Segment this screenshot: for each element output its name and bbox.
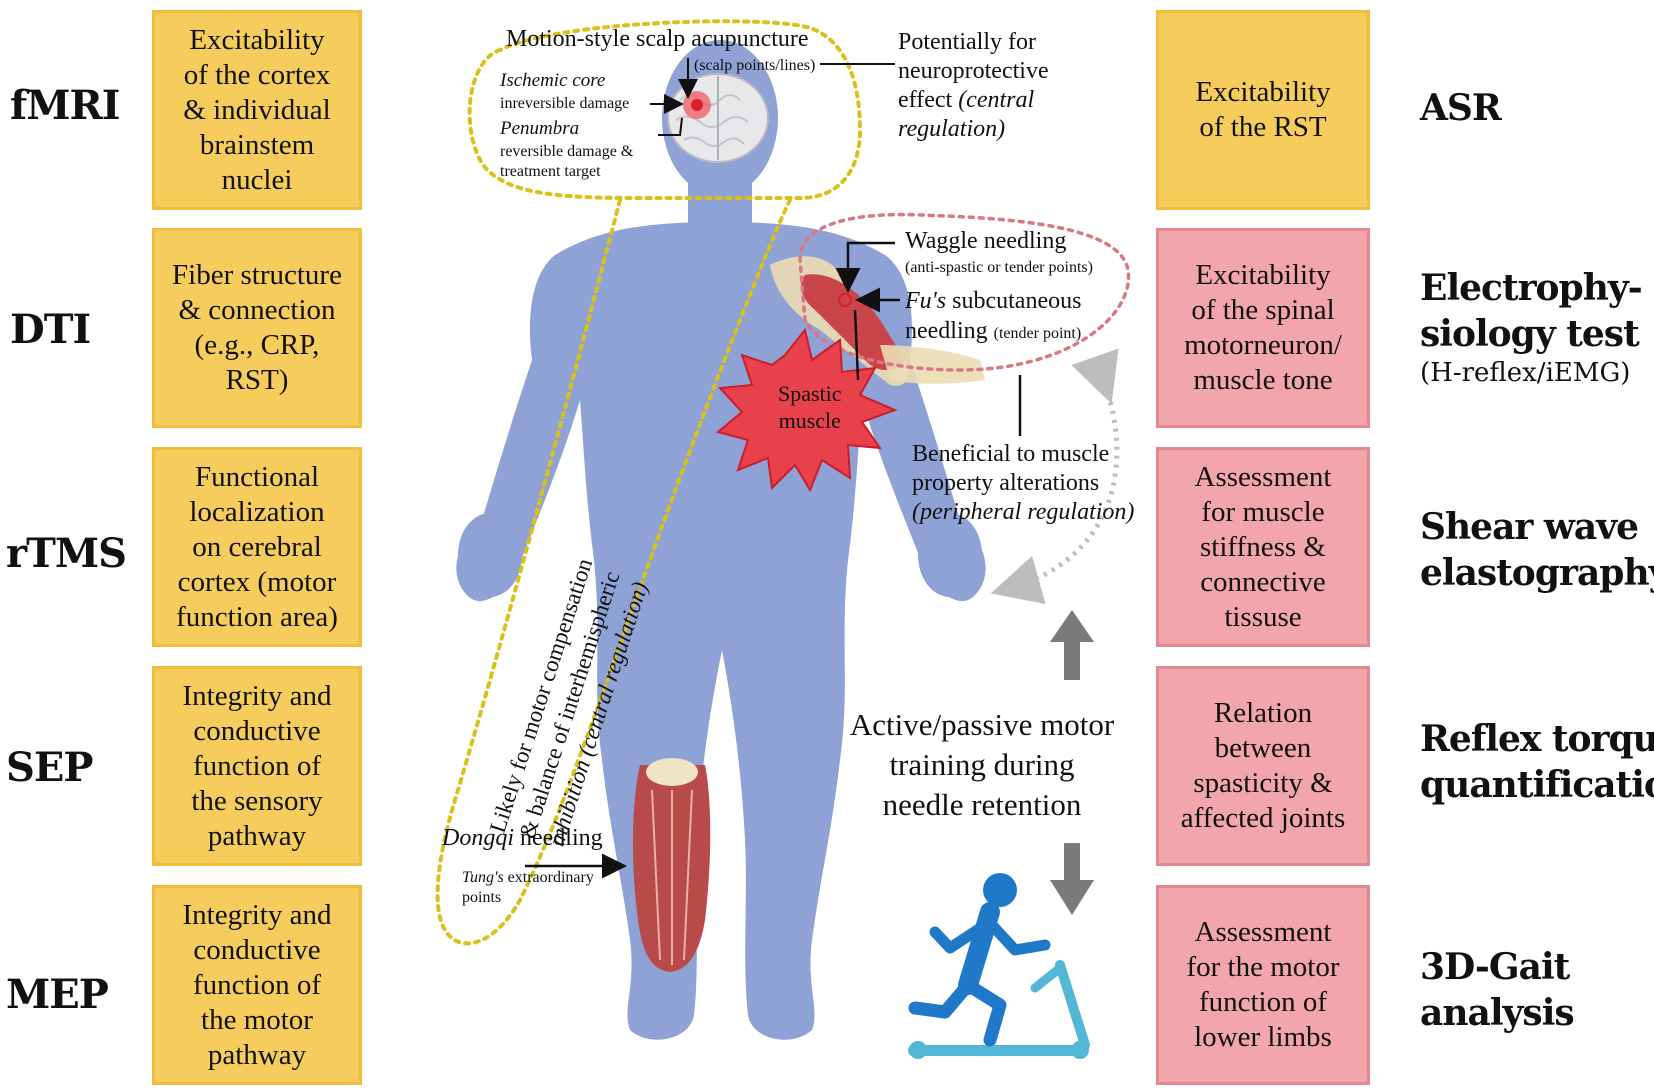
- waggle-needling-sub: (anti-spastic or tender points): [905, 259, 1093, 276]
- left-abbr-mep: MEP: [6, 971, 109, 1018]
- runner-on-treadmill-icon: [908, 873, 1090, 1059]
- central-regulation-outlines: [435, 19, 863, 946]
- waggle-needling-label: Waggle needling: [905, 228, 1067, 254]
- penumbra-desc-2: treatment target: [500, 163, 601, 180]
- spastic-muscle-label: Spastic muscle: [778, 381, 842, 433]
- penumbra-label: Penumbra: [500, 118, 580, 139]
- peripheral-regulation-outline: [798, 212, 1131, 372]
- arm-muscle-illustration: [770, 256, 985, 386]
- left-abbr-sep: SEP: [6, 744, 93, 791]
- tungs-points-label-2: points: [462, 889, 502, 906]
- left-abbr-dti: DTI: [10, 306, 91, 353]
- scalp-leader-lines: [650, 58, 895, 136]
- right-label-asr: ASR: [1420, 87, 1502, 129]
- ischemic-core-label: Ischemic core: [500, 70, 606, 91]
- penumbra-desc-1: reversible damage &: [500, 143, 634, 160]
- neuroprotective-note: Potentially for neuroprotective effect (…: [898, 29, 1049, 142]
- right-label-3d-gait: 3D-Gait analysis: [1420, 946, 1575, 1034]
- right-label-reflex-torque: Reflex torque quantification: [1420, 718, 1654, 806]
- scalp-acupuncture-subtitle: (scalp points/lines): [694, 57, 816, 74]
- right-label-shear-wave: Shear wave elastography: [1420, 506, 1654, 594]
- left-abbr-fmri: fMRI: [10, 82, 120, 129]
- dongqi-needling-label: Dongqi needling: [442, 825, 603, 851]
- fus-needling-label: Fu's subcutaneous: [905, 288, 1082, 314]
- left-box-dti: Fiber structure& connection(e.g., CRP,RS…: [152, 228, 362, 428]
- fus-needling-label-2: needling (tender point): [905, 318, 1082, 344]
- beneficial-note: Beneficial to muscle property alteration…: [912, 441, 1135, 525]
- ischemic-core-desc: inreversible damage: [500, 95, 630, 112]
- right-label-electrophysiology: Electrophy- siology test (H-reflex/iEMG): [1420, 267, 1643, 388]
- tungs-points-label: Tung's extraordinary: [462, 869, 594, 886]
- scalp-acupuncture-title: Motion-style scalp acupuncture: [506, 26, 809, 52]
- feedback-curved-arrow: [990, 348, 1120, 604]
- motor-training-note: Active/passive motor training during nee…: [849, 707, 1115, 822]
- down-arrow-icon: [1050, 843, 1094, 915]
- brain-icon: [667, 73, 769, 163]
- up-arrow-icon: [1050, 610, 1094, 680]
- leg-muscle-illustration: [632, 758, 711, 972]
- spastic-starburst-icon: [715, 327, 898, 493]
- left-abbr-rtms: rTMS: [6, 530, 127, 577]
